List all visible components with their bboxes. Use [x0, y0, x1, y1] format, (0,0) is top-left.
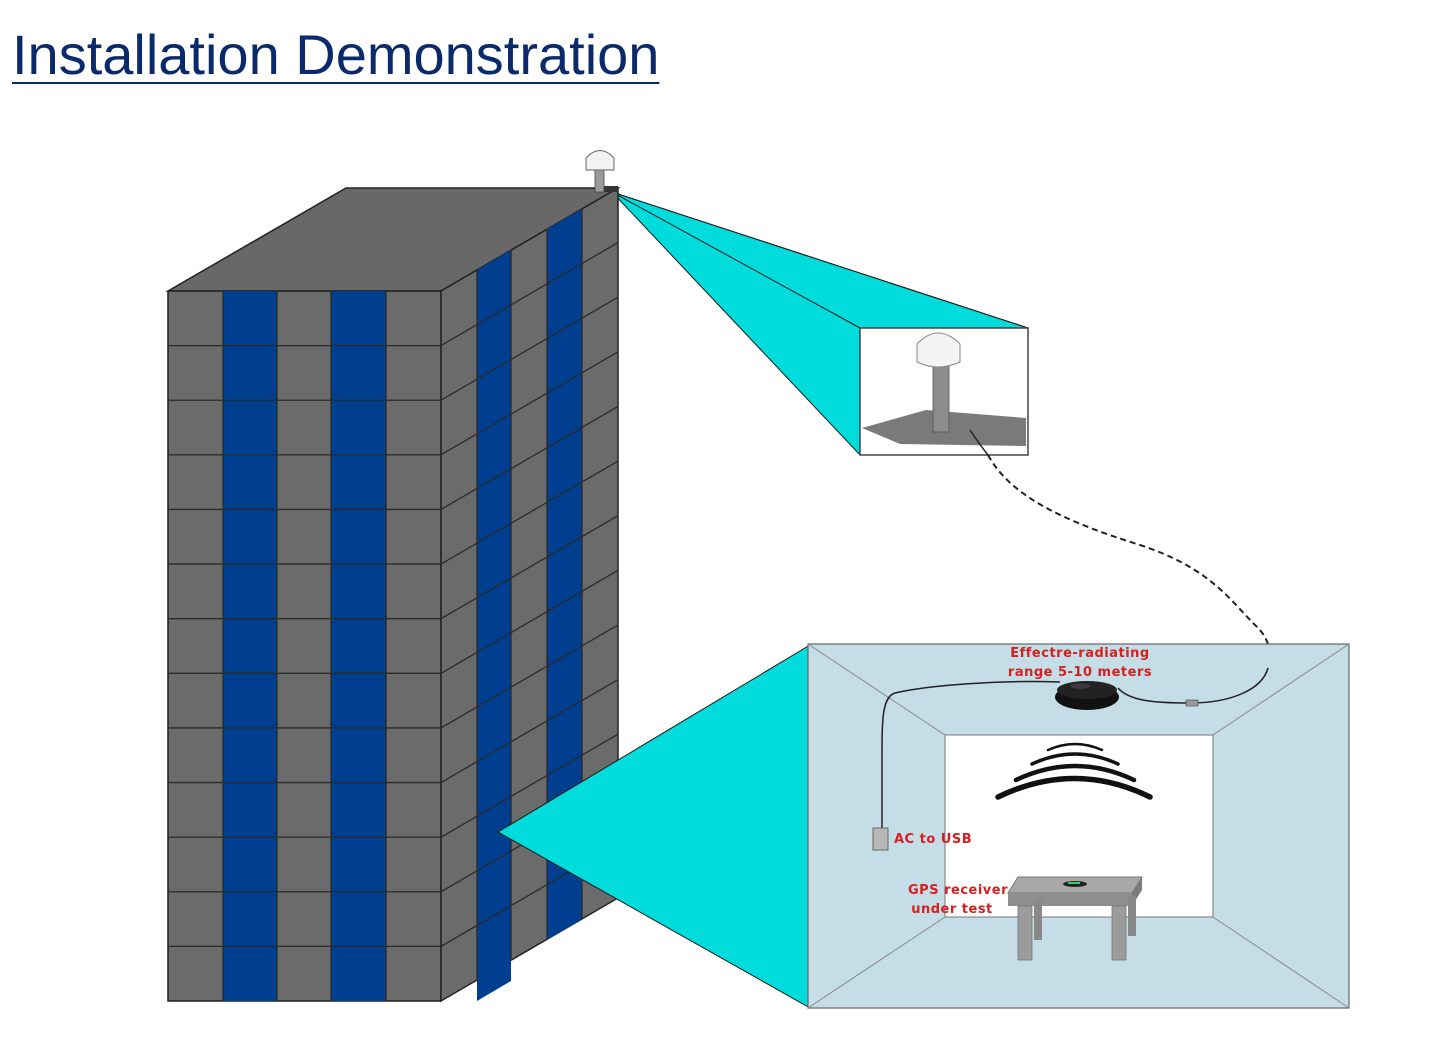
range-label-line1: Effectre-radiating [1010, 646, 1150, 661]
building-grid-line [440, 296, 619, 401]
range-label-line2: range 5-10 meters [1008, 665, 1152, 680]
window-column [477, 250, 511, 1001]
building-grid-line [440, 515, 619, 620]
building-front-face [167, 290, 442, 1002]
building-grid-line [440, 351, 619, 456]
power-cable [881, 680, 1061, 828]
antenna-zoom-beam-edge [611, 191, 1029, 329]
building-grid-line [440, 405, 619, 511]
building-grid-line [440, 460, 619, 565]
test-table [1007, 876, 1143, 961]
window-column [547, 209, 582, 940]
building-grid-line [440, 733, 619, 838]
building-grid-line [440, 678, 619, 784]
antenna-zoom-beam-inner [611, 191, 861, 329]
ac-usb-adapter [872, 827, 889, 851]
receiver-label-line2: under test [911, 902, 993, 917]
building-grid-line [440, 569, 619, 674]
cable-connector [1185, 699, 1199, 707]
signal-waves-icon [995, 742, 1153, 800]
rooftop-antenna [585, 150, 618, 193]
reradiating-antenna [1055, 681, 1119, 710]
ac-usb-label: AC to USB [894, 832, 972, 847]
building-grid-line [440, 624, 619, 729]
building-grid-line [440, 242, 619, 347]
window-column [223, 291, 277, 1001]
antenna-cable [987, 454, 1272, 669]
antenna-inset [859, 327, 1029, 456]
receiver-label-line1: GPS receiver [908, 883, 1008, 898]
page-title: Installation Demonstration [12, 23, 660, 86]
window-column [331, 291, 386, 1001]
